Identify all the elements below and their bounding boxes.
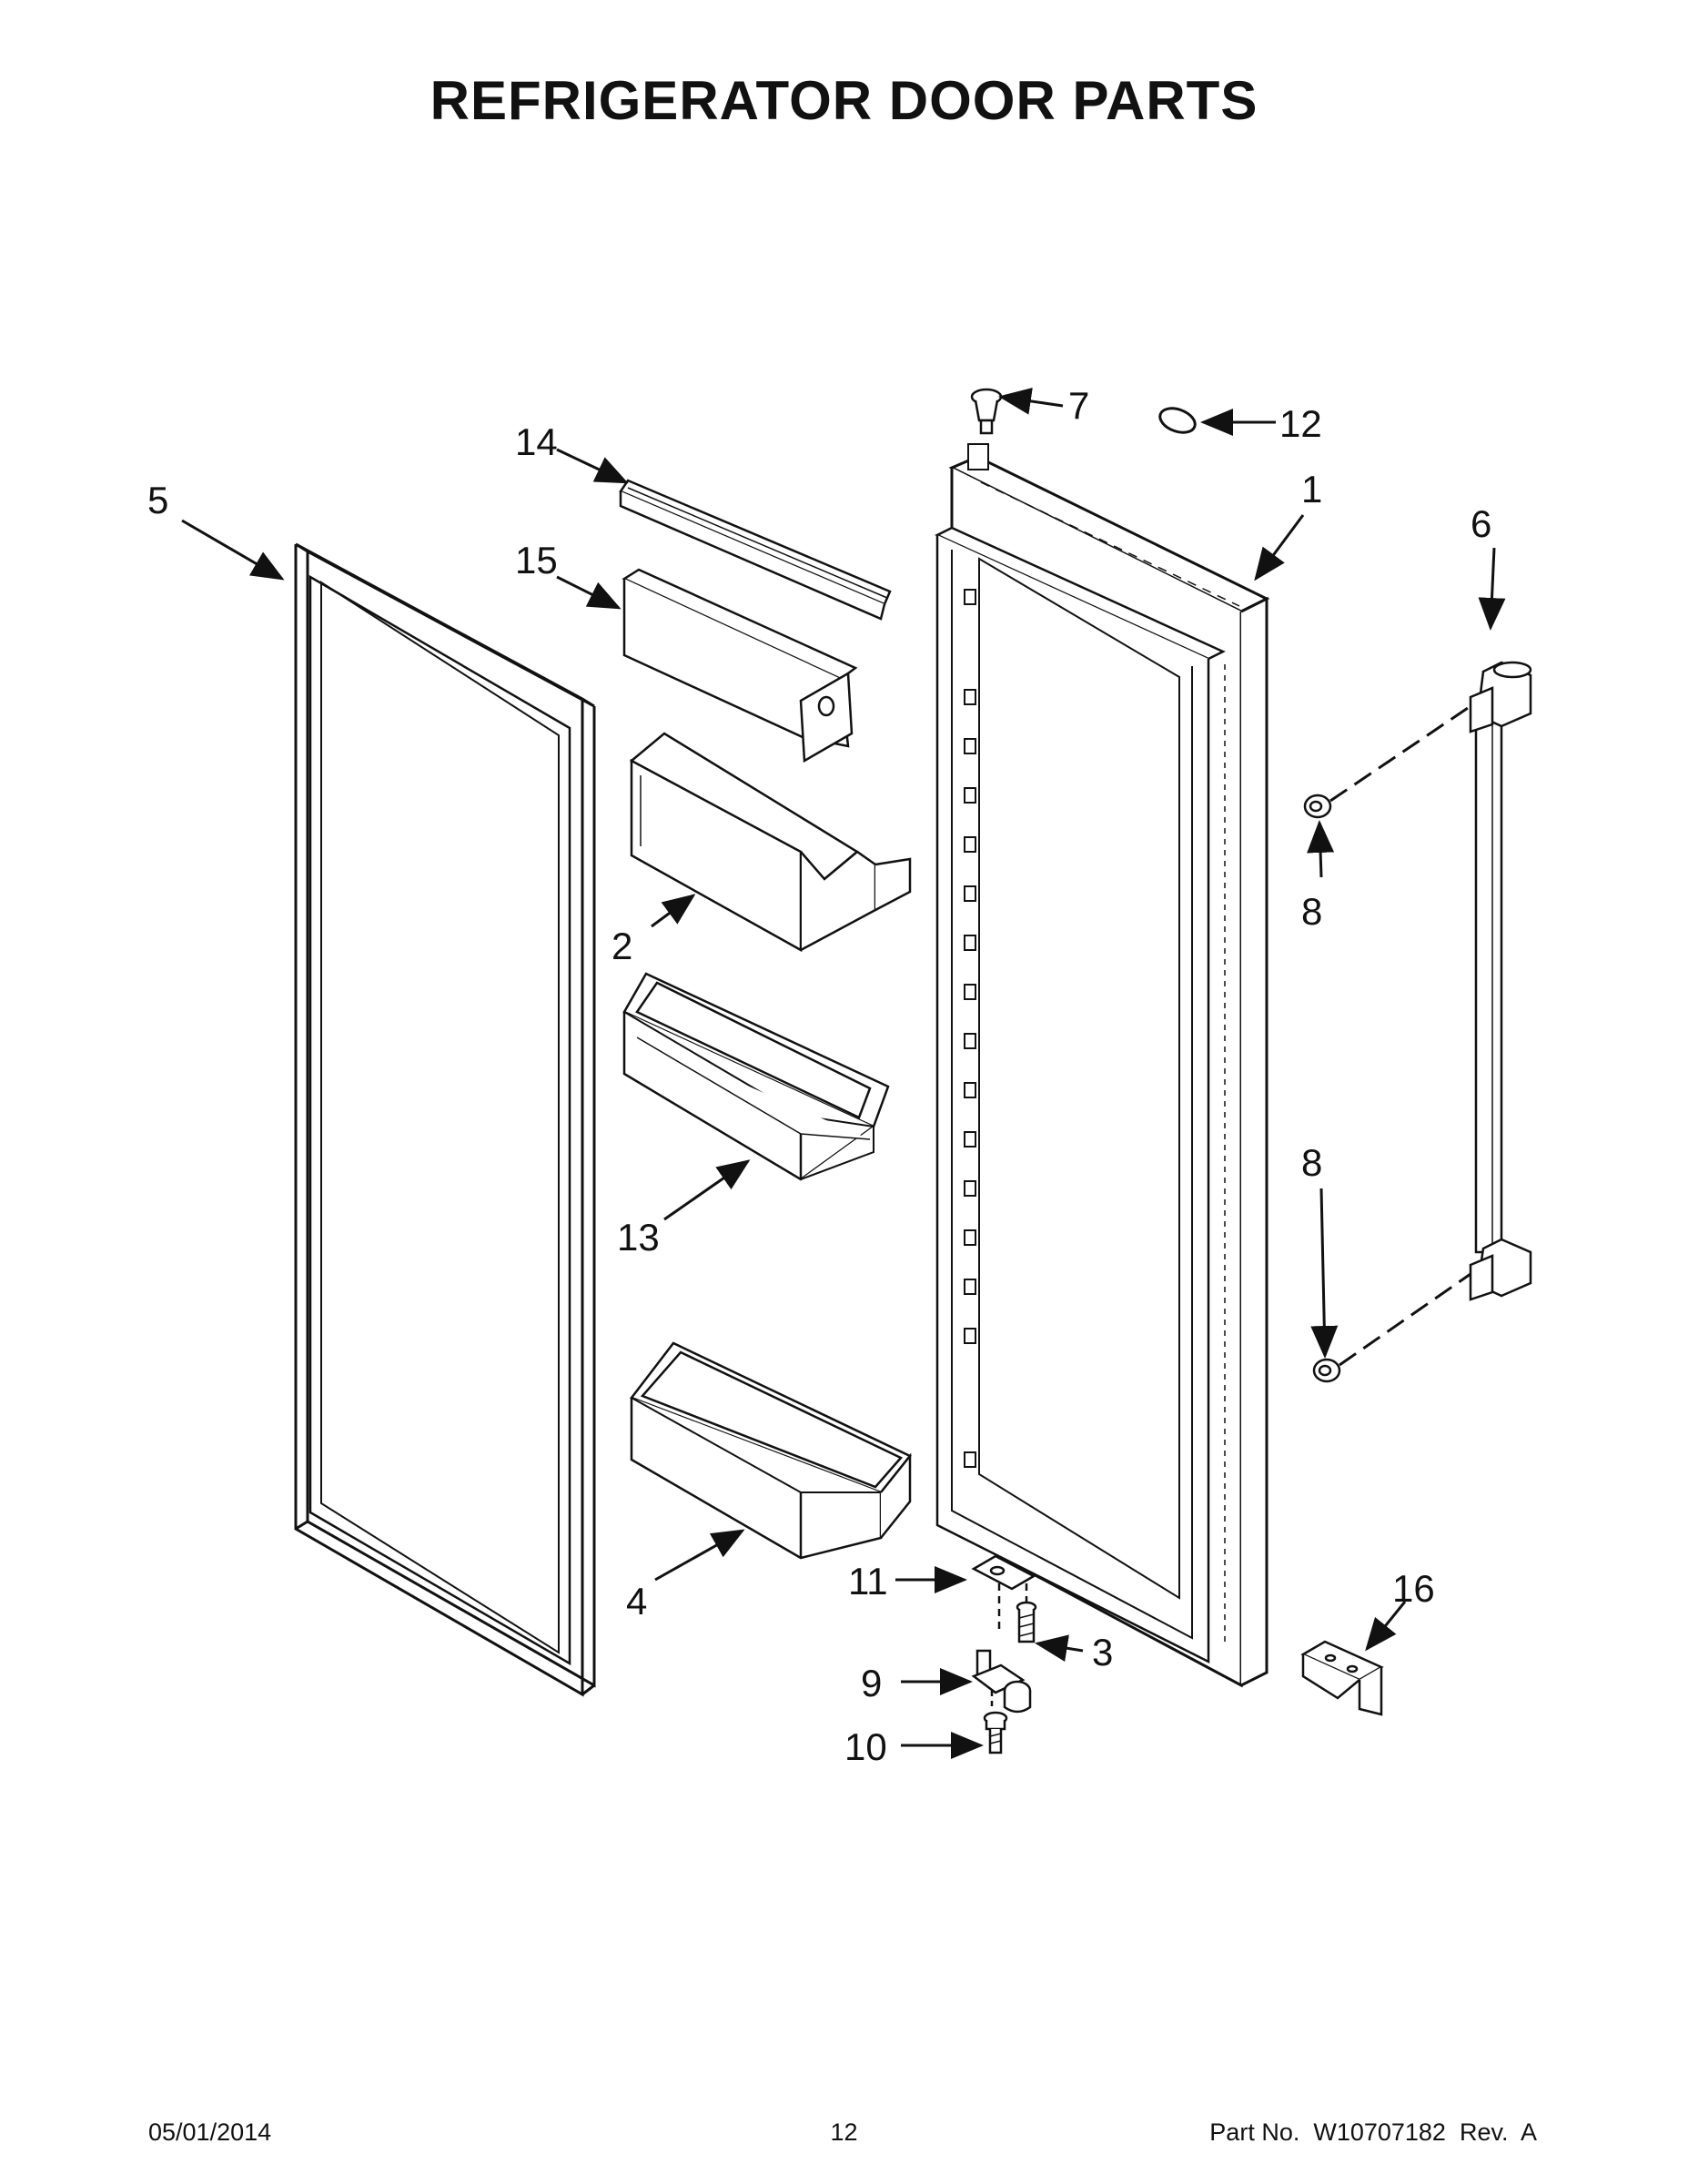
callout-2: 2 [612,925,632,967]
callout-1: 1 [1301,468,1322,511]
callout-12: 12 [1279,402,1322,445]
callout-4: 4 [626,1580,647,1623]
hinge-screw-upper [1016,1601,1037,1643]
page-title: REFRIGERATOR DOOR PARTS [430,70,1258,131]
door-washer [1158,407,1197,434]
callout-7: 7 [1068,384,1089,427]
callout-15: 15 [515,539,558,581]
footer-page-number: 12 [830,2118,858,2146]
callout-3: 3 [1092,1631,1113,1673]
hinge-screw-lower [983,1711,1008,1754]
callout-8-lower: 8 [1301,1141,1322,1184]
callout-10: 10 [844,1725,887,1768]
footer-date: 05/01/2014 [148,2118,272,2146]
shelf-trim-cover [619,479,892,621]
door-bin-lower [629,1341,912,1560]
callout-13: 13 [617,1216,660,1259]
door-bin-open [622,972,890,1181]
handle-mounting-stud-lower [1312,1358,1341,1383]
lower-hinge-pin [971,1649,1032,1714]
callout-16: 16 [1392,1567,1435,1610]
footer-part-number: Part No. W10707182 Rev. A [1209,2118,1537,2146]
handle-mounting-stud-upper [1303,794,1332,819]
callout-leader-arrows [181,387,1506,1759]
door-handle [1469,661,1532,1301]
hinge-cover [1300,1640,1384,1716]
callout-11: 11 [848,1560,888,1603]
hinge-bushing [970,388,1003,435]
callout-5: 5 [147,479,168,521]
callout-9: 9 [861,1662,882,1704]
callout-8-upper: 8 [1301,890,1322,933]
shelf-front-bracket [622,568,858,763]
hinge-shim [971,1554,1036,1631]
door-assembly [935,443,1270,1688]
callout-6: 6 [1471,502,1491,545]
callout-14: 14 [515,420,558,463]
handle-stud-dashed-leaders [1329,704,1471,1367]
door-bin-lidded [629,732,912,953]
door-gasket [294,542,596,1697]
